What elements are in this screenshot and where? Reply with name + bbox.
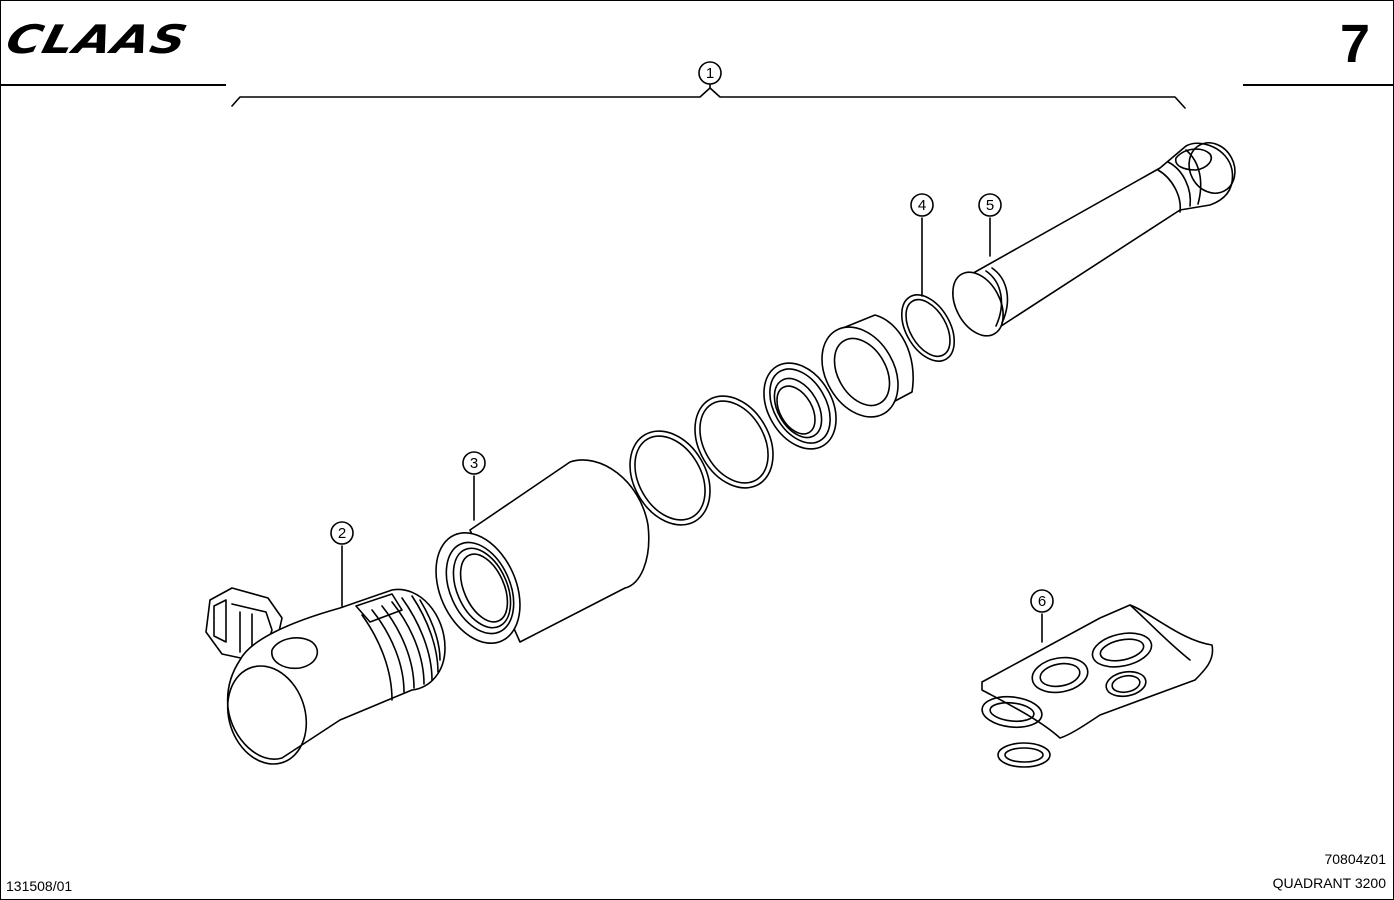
cylinder-base-part (205, 587, 446, 765)
seal-kit-part (981, 604, 1214, 768)
callout-label-3: 3 (470, 455, 478, 472)
callout-3 (462, 451, 486, 475)
guide-bushing (821, 314, 914, 418)
piston-rod-part (952, 142, 1236, 337)
drawing-id: 70804z01 (1324, 851, 1386, 867)
callout-label-5: 5 (986, 197, 994, 214)
page-number: 7 (1339, 14, 1370, 74)
callout-label-6: 6 (1038, 593, 1046, 610)
o-ring-large-a (629, 430, 711, 526)
o-ring-small (900, 294, 956, 362)
callout-4 (910, 193, 934, 217)
callout-2 (330, 521, 354, 545)
callout-1 (698, 61, 722, 85)
assembly-bracket (231, 87, 1186, 109)
model-name: QUADRANT 3200 (1272, 875, 1386, 891)
callout-label-4: 4 (918, 197, 926, 214)
seal-ring (763, 362, 837, 450)
o-ring-large-b (694, 395, 774, 489)
callout-label-1: 1 (706, 65, 714, 82)
callout-label-2: 2 (338, 525, 346, 542)
callout-5 (978, 193, 1002, 217)
cylinder-barrel-part (435, 459, 650, 644)
header-rule-right (1243, 84, 1393, 86)
callout-6 (1030, 589, 1054, 613)
document-number: 131508/01 (6, 878, 73, 894)
header-rule-left (0, 84, 226, 86)
